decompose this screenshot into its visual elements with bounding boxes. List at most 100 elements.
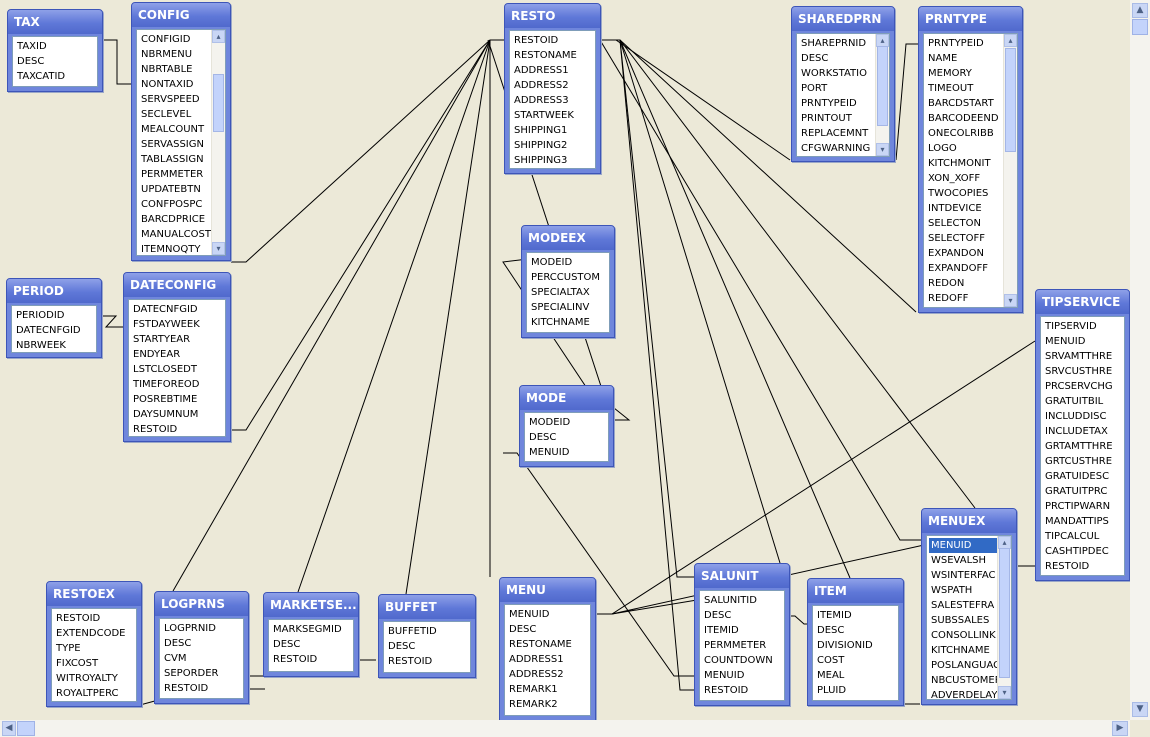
field-includetax[interactable]: INCLUDETAX — [1045, 426, 1108, 437]
field-menuid[interactable]: MENUID — [929, 538, 997, 553]
field-port[interactable]: PORT — [801, 83, 828, 94]
field-tablassign[interactable]: TABLASSIGN — [141, 154, 204, 165]
relation-line[interactable] — [405, 39, 491, 595]
field-marksegmid[interactable]: MARKSEGMID — [273, 624, 342, 635]
relation-line[interactable] — [598, 39, 781, 564]
field-buffetid[interactable]: BUFFETID — [388, 626, 437, 637]
field-expandon[interactable]: EXPANDON — [928, 248, 984, 259]
table-title[interactable]: DATECONFIG — [124, 273, 230, 297]
field-gratuitbil[interactable]: GRATUITBIL — [1045, 396, 1104, 407]
field-intdevice[interactable]: INTDEVICE — [928, 203, 982, 214]
scroll-down-button[interactable]: ▼ — [1132, 702, 1148, 717]
field-address1[interactable]: ADDRESS1 — [514, 65, 569, 76]
field-confpospc[interactable]: CONFPOSPC — [141, 199, 203, 210]
field-desc[interactable]: DESC — [17, 56, 45, 67]
field-remark1[interactable]: REMARK1 — [509, 684, 558, 695]
field-menuid[interactable]: MENUID — [1045, 336, 1086, 347]
scroll-up-icon[interactable]: ▴ — [1004, 34, 1017, 47]
field-restoid[interactable]: RESTOID — [133, 424, 178, 435]
scroll-up-icon[interactable]: ▴ — [212, 30, 225, 43]
scroll-thumb[interactable] — [213, 74, 224, 132]
field-shareprnid[interactable]: SHAREPRNID — [801, 38, 867, 49]
table-title[interactable]: PRNTYPE — [919, 7, 1022, 31]
field-salunitid[interactable]: SALUNITID — [704, 595, 757, 606]
field-restoid[interactable]: RESTOID — [56, 613, 101, 624]
field-list-scrollbar[interactable]: ▴▾ — [875, 34, 889, 156]
field-menuid[interactable]: MENUID — [529, 447, 570, 458]
field-includdisc[interactable]: INCLUDDISC — [1045, 411, 1107, 422]
field-type[interactable]: TYPE — [56, 643, 81, 654]
field-itemid[interactable]: ITEMID — [817, 610, 852, 621]
field-prctipwarn[interactable]: PRCTIPWARN — [1045, 501, 1111, 512]
field-tipcalcul[interactable]: TIPCALCUL — [1045, 531, 1100, 542]
field-grtcusthre[interactable]: GRTCUSTHRE — [1045, 456, 1113, 467]
scroll-left-button[interactable]: ◀ — [2, 721, 16, 736]
field-specialinv[interactable]: SPECIALINV — [531, 302, 590, 313]
field-address2[interactable]: ADDRESS2 — [514, 80, 569, 91]
field-desc[interactable]: DESC — [509, 624, 537, 635]
table-mode[interactable]: MODE MODEID DESC MENUID — [519, 385, 614, 467]
table-title[interactable]: MODEEX — [522, 226, 614, 250]
field-nbrweek[interactable]: NBRWEEK — [16, 340, 66, 351]
field-nbrtable[interactable]: NBRTABLE — [141, 64, 193, 75]
field-desc[interactable]: DESC — [817, 625, 845, 636]
table-title[interactable]: MARKETSE... — [264, 593, 358, 617]
field-selectoff[interactable]: SELECTOFF — [928, 233, 986, 244]
relation-line[interactable] — [231, 39, 506, 431]
field-permmeter[interactable]: PERMMETER — [704, 640, 767, 651]
field-address2[interactable]: ADDRESS2 — [509, 669, 564, 680]
field-taxid[interactable]: TAXID — [17, 41, 47, 52]
field-fstdayweek[interactable]: FSTDAYWEEK — [133, 319, 200, 330]
table-title[interactable]: MODE — [520, 386, 613, 410]
field-gratuitprc[interactable]: GRATUITPRC — [1045, 486, 1108, 497]
field-mandattips[interactable]: MANDATTIPS — [1045, 516, 1109, 527]
field-poslanguag[interactable]: POSLANGUAG — [931, 660, 1001, 671]
field-menuid[interactable]: MENUID — [704, 670, 745, 681]
field-wsevalsh[interactable]: WSEVALSH — [931, 555, 987, 566]
field-cost[interactable]: COST — [817, 655, 845, 666]
field-kitchmonit[interactable]: KITCHMONIT — [928, 158, 991, 169]
field-salestefra[interactable]: SALESTEFRA — [931, 600, 995, 611]
table-title[interactable]: CONFIG — [132, 3, 230, 27]
table-title[interactable]: LOGPRNS — [155, 592, 248, 616]
field-modeid[interactable]: MODEID — [531, 257, 573, 268]
field-prcservchg[interactable]: PRCSERVCHG — [1045, 381, 1113, 392]
scroll-thumb[interactable] — [999, 548, 1010, 678]
field-cfgwarning[interactable]: CFGWARNING — [801, 143, 871, 154]
field-prntypeid[interactable]: PRNTYPEID — [928, 38, 984, 49]
scroll-down-icon[interactable]: ▾ — [1004, 294, 1017, 307]
field-selecton[interactable]: SELECTON — [928, 218, 981, 229]
field-restoname[interactable]: RESTONAME — [514, 50, 577, 61]
field-list-scrollbar[interactable]: ▴▾ — [211, 30, 225, 255]
field-itemid[interactable]: ITEMID — [704, 625, 739, 636]
field-cvm[interactable]: CVM — [164, 653, 187, 664]
field-seporder[interactable]: SEPORDER — [164, 668, 219, 679]
field-shipping1[interactable]: SHIPPING1 — [514, 125, 568, 136]
field-address3[interactable]: ADDRESS3 — [514, 95, 569, 106]
field-workstatio[interactable]: WORKSTATIO — [801, 68, 867, 79]
field-endyear[interactable]: ENDYEAR — [133, 349, 181, 360]
field-desc[interactable]: DESC — [529, 432, 557, 443]
table-title[interactable]: ITEM — [808, 579, 903, 603]
field-modeid[interactable]: MODEID — [529, 417, 571, 428]
field-desc[interactable]: DESC — [164, 638, 192, 649]
field-barcdstart[interactable]: BARCDSTART — [928, 98, 994, 109]
field-mealcount[interactable]: MEALCOUNT — [141, 124, 205, 135]
field-replacemnt[interactable]: REPLACEMNT — [801, 128, 869, 139]
field-xon-xoff[interactable]: XON_XOFF — [928, 173, 981, 184]
